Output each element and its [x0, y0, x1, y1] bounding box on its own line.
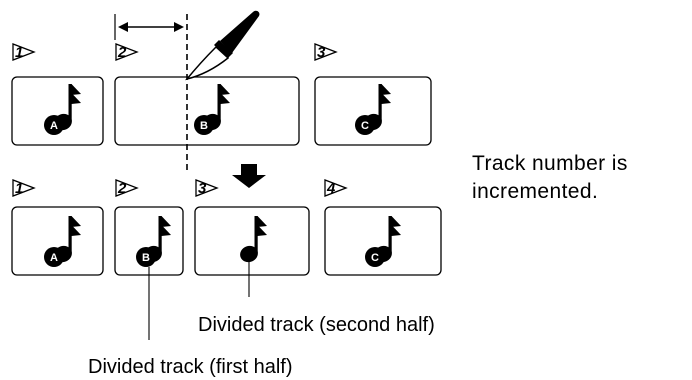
track-box — [114, 76, 300, 146]
track-badge — [355, 115, 375, 135]
bottom-track-4: 4 C — [324, 179, 442, 276]
track-letter: B — [142, 252, 150, 264]
note-line-1: Track number is — [472, 152, 628, 175]
track-badge — [194, 115, 214, 135]
track-flag — [115, 43, 139, 61]
bottom-track-2: 2 B — [114, 179, 184, 276]
knife-icon — [184, 10, 260, 81]
track-number: 3 — [317, 44, 326, 61]
track-flag — [195, 179, 219, 197]
caption-second-half: Divided track (second half) — [198, 314, 435, 336]
track-number: 1 — [15, 44, 23, 61]
track-badge — [44, 247, 64, 267]
track-flag — [314, 43, 338, 61]
track-flag — [115, 179, 139, 197]
track-box — [11, 206, 104, 276]
track-box — [314, 76, 432, 146]
top-track-3: 3 C — [314, 43, 432, 146]
track-flag — [12, 43, 36, 61]
track-badge — [44, 115, 64, 135]
track-number: 3 — [198, 180, 207, 197]
track-box — [194, 206, 310, 276]
track-badge — [136, 247, 156, 267]
caption-first-half: Divided track (first half) — [88, 356, 293, 378]
track-number: 2 — [117, 44, 127, 61]
track-letter: A — [50, 120, 58, 132]
down-arrow-icon — [232, 164, 266, 188]
track-letter: C — [361, 120, 369, 132]
double-arrow-icon — [118, 22, 184, 32]
track-number: 1 — [15, 180, 23, 197]
bottom-track-1: 1 A — [11, 179, 104, 276]
note-line-2: incremented. — [472, 180, 598, 203]
top-track-2: 2 B — [114, 43, 300, 146]
track-number: 2 — [117, 180, 127, 197]
track-letter: C — [371, 252, 379, 264]
track-letter: A — [50, 252, 58, 264]
top-track-1: 1 A — [11, 43, 104, 146]
track-badge — [365, 247, 385, 267]
bottom-track-3: 3 — [194, 179, 310, 276]
track-letter: B — [200, 120, 208, 132]
track-box — [324, 206, 442, 276]
track-number: 4 — [326, 180, 336, 197]
track-box — [11, 76, 104, 146]
track-flag — [324, 179, 348, 197]
track-flag — [12, 179, 36, 197]
